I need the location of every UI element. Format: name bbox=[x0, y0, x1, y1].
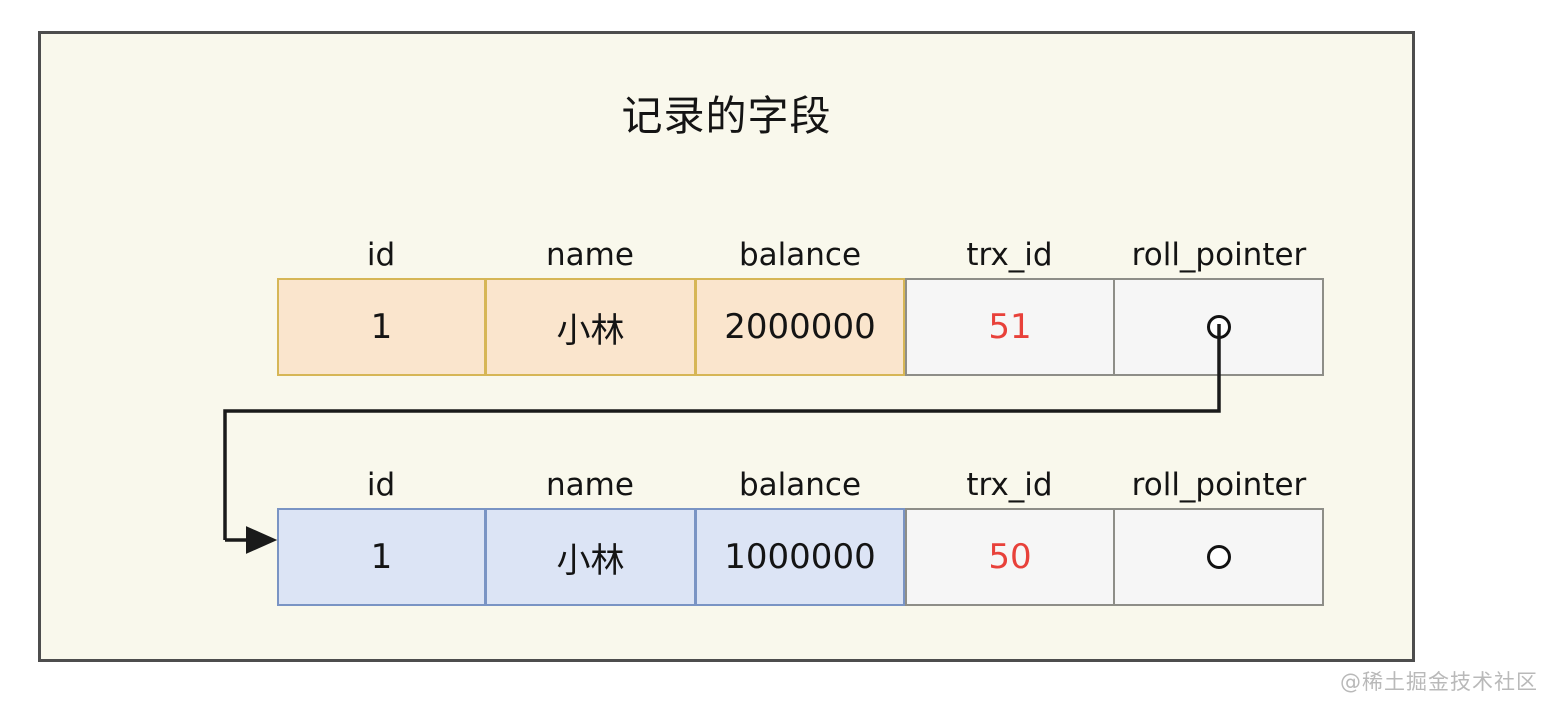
column-header-roll-pointer-2: roll_pointer bbox=[1131, 467, 1307, 503]
watermark: @稀土掘金技术社区 bbox=[1340, 670, 1538, 694]
column-header-id-2: id bbox=[366, 467, 396, 503]
column-header-name-2: name bbox=[546, 467, 634, 503]
cell-name-row1: 小林 bbox=[485, 278, 695, 376]
record-current-version: id name balance trx_id roll_pointer 1 小林… bbox=[277, 228, 1324, 376]
column-header-balance-2: balance bbox=[738, 467, 862, 503]
cell-trx-id-row1: 51 bbox=[905, 278, 1114, 376]
cell-trx-id-row2: 50 bbox=[905, 508, 1114, 606]
diagram-panel: 记录的字段 id name balance trx_id roll_pointe… bbox=[38, 31, 1415, 662]
table-row: 1 小林 1000000 50 bbox=[277, 508, 1324, 606]
column-header-name: name bbox=[546, 237, 634, 273]
cell-id-row2: 1 bbox=[277, 508, 485, 606]
column-header-balance: balance bbox=[738, 237, 862, 273]
table-row: 1 小林 2000000 51 bbox=[277, 278, 1324, 376]
cell-name-row2: 小林 bbox=[485, 508, 695, 606]
cell-id-row1: 1 bbox=[277, 278, 485, 376]
record-header-row-1: id name balance trx_id roll_pointer bbox=[277, 228, 1324, 272]
column-header-trx-id: trx_id bbox=[966, 237, 1053, 273]
column-header-roll-pointer: roll_pointer bbox=[1131, 237, 1307, 273]
trx-id-value-row1: 51 bbox=[988, 307, 1032, 347]
cell-balance-row1: 2000000 bbox=[695, 278, 905, 376]
trx-id-value-row2: 50 bbox=[988, 537, 1032, 577]
record-header-row-2: id name balance trx_id roll_pointer bbox=[277, 458, 1324, 502]
cell-balance-row2: 1000000 bbox=[695, 508, 905, 606]
column-header-id: id bbox=[366, 237, 396, 273]
page-title: 记录的字段 bbox=[621, 92, 832, 140]
cell-roll-pointer-row1 bbox=[1114, 278, 1324, 376]
cell-roll-pointer-row2 bbox=[1114, 508, 1324, 606]
record-undo-version: id name balance trx_id roll_pointer 1 小林… bbox=[277, 458, 1324, 606]
pointer-circle-icon bbox=[1206, 545, 1231, 569]
pointer-circle-icon bbox=[1206, 315, 1231, 339]
column-header-trx-id-2: trx_id bbox=[966, 467, 1053, 503]
